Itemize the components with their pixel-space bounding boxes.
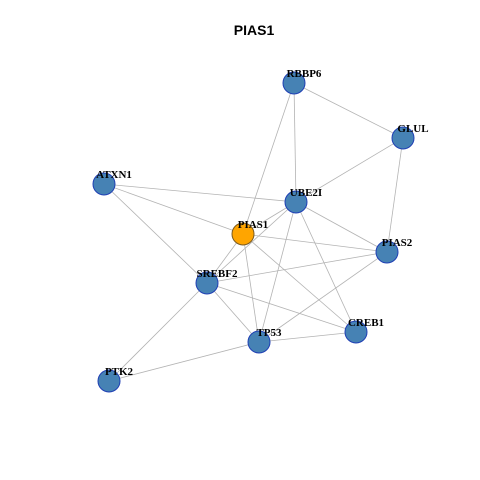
node-label-pias2: PIAS2 (382, 237, 413, 249)
node-label-glul: GLUL (397, 123, 428, 135)
node-circle-tp53 (247, 330, 271, 354)
node-creb1: CREB1 (344, 317, 384, 344)
node-pias1: PIAS1 (231, 219, 269, 246)
edge-layer (103, 82, 404, 382)
edge-pias1-creb1 (242, 233, 357, 333)
node-label-tp53: TP53 (256, 327, 282, 339)
node-label-ube2i: UBE2I (290, 187, 322, 199)
edge-atxn1-pias1 (103, 183, 244, 235)
edge-glul-pias2 (386, 137, 404, 253)
edge-srebf2-ptk2 (108, 282, 208, 382)
node-srebf2: SREBF2 (195, 268, 238, 295)
edge-rbbp6-glul (293, 82, 404, 139)
node-label-creb1: CREB1 (348, 317, 384, 329)
edge-ube2i-srebf2 (206, 201, 297, 284)
node-label-srebf2: SREBF2 (197, 268, 238, 280)
node-circle-srebf2 (195, 271, 219, 295)
edge-pias1-pias2 (242, 233, 388, 253)
node-circle-ube2i (284, 190, 308, 214)
edge-srebf2-tp53 (206, 282, 260, 343)
node-glul: GLUL (391, 123, 429, 150)
node-ube2i: UBE2I (284, 187, 322, 214)
edge-rbbp6-ube2i (293, 82, 297, 203)
graph-title: PIAS1 (234, 22, 275, 38)
edge-pias2-srebf2 (206, 251, 388, 284)
node-atxn1: ATXN1 (92, 169, 132, 196)
node-pias2: PIAS2 (375, 237, 413, 264)
edge-tp53-ptk2 (108, 341, 260, 382)
edge-srebf2-creb1 (206, 282, 357, 333)
edge-pias2-tp53 (258, 251, 388, 343)
edge-atxn1-ube2i (103, 183, 297, 203)
node-label-atxn1: ATXN1 (96, 169, 132, 181)
edge-atxn1-srebf2 (103, 183, 208, 284)
node-ptk2: PTK2 (97, 366, 134, 393)
edge-rbbp6-pias1 (242, 82, 295, 235)
node-circle-pias1 (231, 222, 255, 246)
node-label-rbbp6: RBBP6 (287, 68, 322, 80)
node-label-ptk2: PTK2 (105, 366, 134, 378)
edge-ube2i-pias2 (295, 201, 388, 253)
edge-glul-ube2i (295, 137, 404, 203)
edge-pias1-tp53 (242, 233, 260, 343)
node-circle-ptk2 (97, 369, 121, 393)
node-label-pias1: PIAS1 (238, 219, 269, 231)
node-circle-creb1 (344, 320, 368, 344)
edge-tp53-creb1 (258, 331, 357, 343)
edge-ube2i-tp53 (258, 201, 297, 343)
node-tp53: TP53 (247, 327, 282, 354)
node-circle-atxn1 (92, 172, 116, 196)
node-circle-glul (391, 126, 415, 150)
node-circle-rbbp6 (282, 71, 306, 95)
node-circle-pias2 (375, 240, 399, 264)
edge-ube2i-creb1 (295, 201, 357, 333)
node-rbbp6: RBBP6 (282, 68, 322, 95)
